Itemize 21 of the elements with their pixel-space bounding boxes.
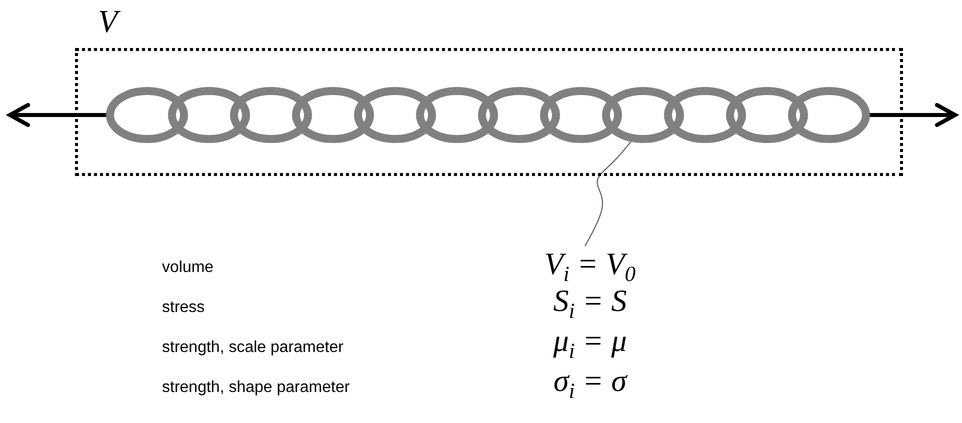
- chain-link: [602, 87, 684, 143]
- equation: σ$_{i}$ = σ: [552, 365, 628, 403]
- chain-link: [788, 87, 870, 143]
- chain-link: [292, 87, 374, 143]
- chain-link: [230, 87, 312, 143]
- equation: V$_{i}$ = V$_{0}$: [515, 248, 665, 284]
- property-label: stress: [162, 298, 205, 318]
- property-label: volume: [162, 258, 214, 278]
- chain-link: [478, 87, 560, 143]
- equation: S$_{i}$ = S: [552, 285, 628, 323]
- property-label: strength, scale parameter: [162, 338, 344, 358]
- property-label: strength, shape parameter: [162, 378, 350, 398]
- chain-link: [354, 87, 436, 143]
- leader-line: [584, 138, 634, 246]
- chain-link: [540, 87, 622, 143]
- chain-link: [726, 87, 808, 143]
- chain-link: [106, 87, 188, 143]
- chain-link: [168, 87, 250, 143]
- chain-link: [664, 87, 746, 143]
- chain-link: [416, 87, 498, 143]
- equation: μ$_{i}$ = μ: [552, 325, 628, 363]
